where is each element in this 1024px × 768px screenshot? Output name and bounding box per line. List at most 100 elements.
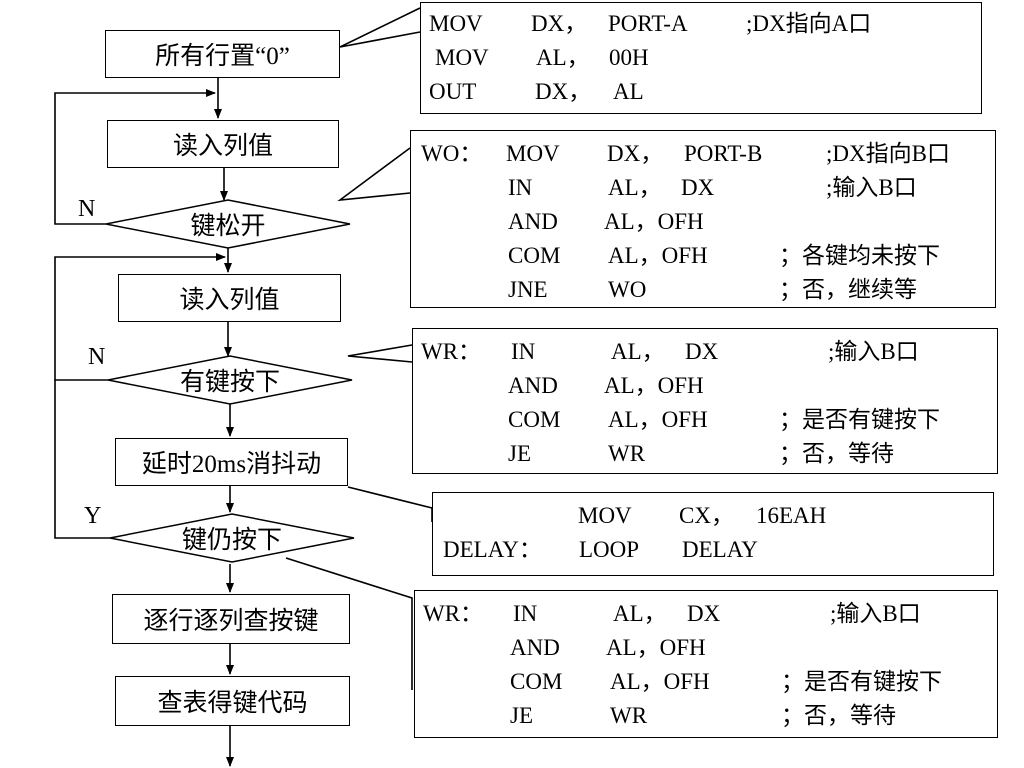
step-scan-keys: 逐行逐列查按键 [112, 594, 350, 644]
code-token: ；否，等待 [779, 441, 894, 466]
code-token: WR [608, 441, 646, 466]
code-token: IN [508, 175, 533, 200]
code-token: MOV [578, 503, 632, 528]
code-token: LOOP [579, 537, 640, 562]
code-token: WR [610, 703, 648, 728]
dec1-shape [105, 199, 351, 249]
step-debounce: 延时20ms消抖动 [115, 438, 348, 486]
step-read-columns-2: 读入列值 [118, 274, 341, 322]
code-token: ；否，等待 [781, 703, 896, 728]
code-token: AL， [611, 339, 665, 364]
code-line: COM AL，OFH ；是否有键按下 [413, 403, 997, 437]
code-token: WO： [421, 141, 483, 166]
code-token: ;输入B口 [828, 339, 919, 364]
label-dec3-yes: Y [84, 503, 102, 529]
code-token: WR： [421, 339, 482, 364]
step-read-columns-2-text: 读入列值 [179, 287, 280, 314]
label-dec2-no: N [88, 344, 106, 370]
code-token: 16EAH [756, 503, 827, 528]
code-token: AND [508, 209, 558, 234]
code-token: JE [510, 703, 533, 728]
code-block-scan: WR： IN AL， DX ;输入B口 AND AL，OFH COM AL，OF… [414, 590, 998, 738]
callout-b2 [337, 147, 411, 202]
code-token: MOV [506, 141, 560, 166]
code-token: AL，OFH [604, 209, 704, 234]
decision-key-pressed-text: 有键按下 [179, 369, 280, 396]
code-token: DX， [607, 141, 664, 166]
code-line: DELAY： LOOP DELAY [433, 533, 993, 567]
code-token: ；是否有键按下 [781, 669, 942, 694]
loop-dec1-no [54, 89, 216, 225]
code-token: AL，OFH [608, 407, 708, 432]
code-token: ；各键均未按下 [779, 243, 940, 268]
code-line: COM AL，OFH ；是否有键按下 [415, 665, 997, 699]
code-token: ;输入B口 [830, 601, 921, 626]
code-line: WO： MOV DX， PORT-B ;DX指向B口 [411, 137, 995, 171]
step-clear-rows-text: 所有行置“0” [155, 43, 290, 70]
code-line: JE WR ；否，等待 [415, 699, 997, 733]
decision-key-released-text: 键松开 [190, 213, 266, 240]
code-token: 00H [609, 45, 649, 70]
decision-key-released: 键松开 [106, 200, 350, 248]
code-token: AL，OFH [606, 635, 706, 660]
code-token: AND [510, 635, 560, 660]
callout-b3 [347, 344, 413, 363]
callout-b4 [347, 486, 433, 522]
code-token: CX， [679, 503, 734, 528]
step-clear-rows: 所有行置“0” [105, 30, 340, 78]
code-line: MOV AL， 00H [421, 41, 981, 75]
code-block-delay: MOV CX， 16EAH DELAY： LOOP DELAY [432, 492, 994, 576]
code-line: COM AL，OFH ；各键均未按下 [411, 239, 995, 273]
code-token: JE [508, 441, 531, 466]
code-line: OUT DX， AL [421, 75, 981, 109]
code-token: AL [613, 79, 644, 104]
code-block-wait-release: WO： MOV DX， PORT-B ;DX指向B口 IN AL， DX ;输入… [410, 130, 996, 308]
code-token: DX， [531, 11, 588, 36]
step-lookup-code: 查表得键代码 [115, 676, 350, 726]
code-token: DELAY [682, 537, 758, 562]
code-token: ;输入B口 [826, 175, 917, 200]
code-line: WR： IN AL， DX ;输入B口 [415, 597, 997, 631]
code-token: ;DX指向A口 [746, 11, 872, 36]
code-token: PORT-A [608, 11, 688, 36]
code-token: COM [508, 243, 561, 268]
step-read-columns-1: 读入列值 [107, 120, 339, 168]
code-block-init: MOV DX， PORT-A ;DX指向A口 MOV AL， 00H OUT D… [420, 2, 982, 114]
code-token: DELAY： [443, 537, 542, 562]
code-token: PORT-B [684, 141, 763, 166]
code-token: IN [513, 601, 538, 626]
code-token: MOV [435, 45, 489, 70]
code-block-wait-press: WR： IN AL， DX ;输入B口 AND AL，OFH COM AL，OF… [412, 328, 998, 474]
code-token: AND [508, 373, 558, 398]
callout-b5 [285, 557, 413, 690]
code-token: AL， [608, 175, 662, 200]
loop-dec2-no [54, 253, 226, 381]
code-token: DX [685, 339, 719, 364]
label-dec1-no: N [78, 196, 96, 222]
code-line: IN AL， DX ;输入B口 [411, 171, 995, 205]
code-token: AL，OFH [610, 669, 710, 694]
dec2-shape [107, 355, 353, 405]
code-line: AND AL，OFH [413, 369, 997, 403]
code-line: JNE WO ；否，继续等 [411, 273, 995, 307]
code-line: JE WR ；否，等待 [413, 437, 997, 471]
step-read-columns-1-text: 读入列值 [172, 133, 273, 160]
code-token: AL， [613, 601, 667, 626]
code-token: OUT [429, 79, 477, 104]
decision-still-pressed-text: 键仍按下 [181, 527, 282, 554]
code-token: AL，OFH [608, 243, 708, 268]
code-token: AL， [536, 45, 590, 70]
code-token: COM [510, 669, 563, 694]
code-token: WO [608, 277, 647, 302]
code-token: JNE [508, 277, 548, 302]
code-token: ;DX指向B口 [826, 141, 950, 166]
code-line: MOV DX， PORT-A ;DX指向A口 [421, 7, 981, 41]
callout-b1 [339, 7, 421, 48]
step-debounce-text: 延时20ms消抖动 [141, 451, 322, 478]
dec3-shape [109, 513, 355, 563]
code-token: ；是否有键按下 [779, 407, 940, 432]
code-line: WR： IN AL， DX ;输入B口 [413, 335, 997, 369]
code-token: MOV [429, 11, 483, 36]
decision-key-pressed: 有键按下 [108, 356, 352, 404]
